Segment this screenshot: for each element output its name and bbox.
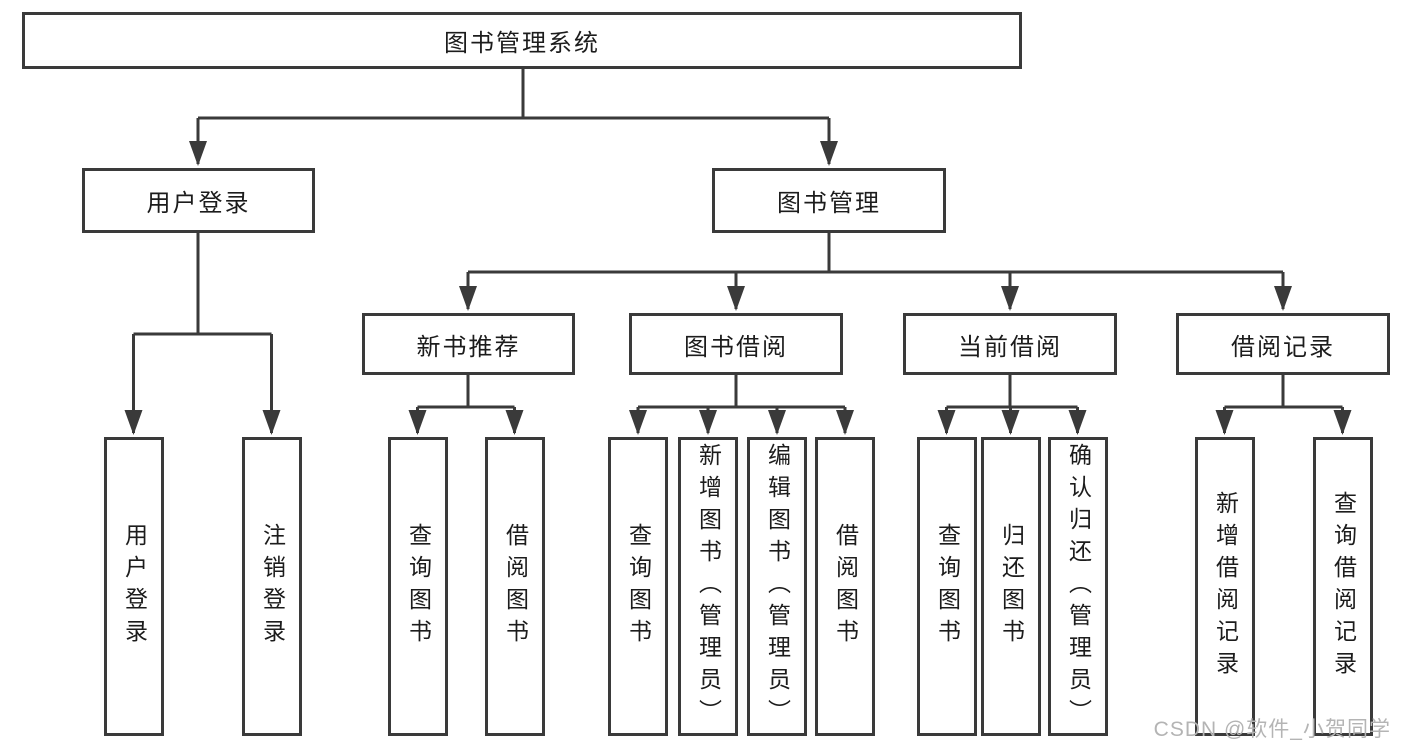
- leaf-current-query-books: 查询图书: [917, 437, 977, 736]
- leaf-confirm-return-admin: 确认归还（管理员）: [1048, 437, 1108, 736]
- leaf-user-login-label: 用户登录: [121, 522, 148, 651]
- node-book-management: 图书管理: [712, 168, 946, 233]
- leaf-query-borrow-record-label: 查询借阅记录: [1330, 490, 1357, 683]
- node-current-borrow: 当前借阅: [903, 313, 1117, 375]
- leaf-borrow-borrow-books-label: 借阅图书: [832, 522, 859, 651]
- node-user-login-label: 用户登录: [146, 190, 251, 217]
- leaf-query-borrow-record: 查询借阅记录: [1313, 437, 1373, 736]
- node-borrow-records-label: 借阅记录: [1231, 333, 1335, 361]
- leaf-recommend-borrow-books: 借阅图书: [485, 437, 545, 736]
- leaf-logout-label: 注销登录: [259, 522, 286, 651]
- node-book-borrow: 图书借阅: [629, 313, 843, 375]
- node-root: 图书管理系统: [22, 12, 1022, 69]
- leaf-borrow-borrow-books: 借阅图书: [815, 437, 875, 736]
- node-new-book-recommend-label: 新书推荐: [416, 333, 521, 361]
- leaf-add-borrow-record-label: 新增借阅记录: [1212, 490, 1239, 683]
- leaf-current-query-books-label: 查询图书: [934, 522, 961, 651]
- node-borrow-records: 借阅记录: [1176, 313, 1390, 375]
- leaf-borrow-query-books: 查询图书: [608, 437, 668, 736]
- leaf-add-book-admin-label: 新增图书（管理员）: [695, 442, 722, 731]
- leaf-recommend-query-books: 查询图书: [388, 437, 448, 736]
- node-current-borrow-label: 当前借阅: [958, 333, 1062, 361]
- node-book-borrow-label: 图书借阅: [684, 333, 788, 361]
- leaf-recommend-borrow-books-label: 借阅图书: [502, 522, 529, 651]
- leaf-confirm-return-admin-label: 确认归还（管理员）: [1065, 442, 1092, 731]
- leaf-edit-book-admin: 编辑图书（管理员）: [747, 437, 807, 736]
- node-root-label: 图书管理系统: [444, 30, 600, 57]
- leaf-return-book-label: 归还图书: [998, 522, 1025, 651]
- leaf-recommend-query-books-label: 查询图书: [405, 522, 432, 651]
- leaf-borrow-query-books-label: 查询图书: [625, 522, 652, 651]
- csdn-watermark: CSDN @软件_小贺同学: [1153, 718, 1391, 741]
- node-new-book-recommend: 新书推荐: [362, 313, 575, 375]
- leaf-user-login: 用户登录: [104, 437, 164, 736]
- node-book-management-label: 图书管理: [777, 190, 881, 217]
- leaf-add-borrow-record: 新增借阅记录: [1195, 437, 1255, 736]
- node-user-login: 用户登录: [82, 168, 315, 233]
- leaf-return-book: 归还图书: [981, 437, 1041, 736]
- leaf-edit-book-admin-label: 编辑图书（管理员）: [764, 442, 791, 731]
- leaf-add-book-admin: 新增图书（管理员）: [678, 437, 738, 736]
- leaf-logout: 注销登录: [242, 437, 302, 736]
